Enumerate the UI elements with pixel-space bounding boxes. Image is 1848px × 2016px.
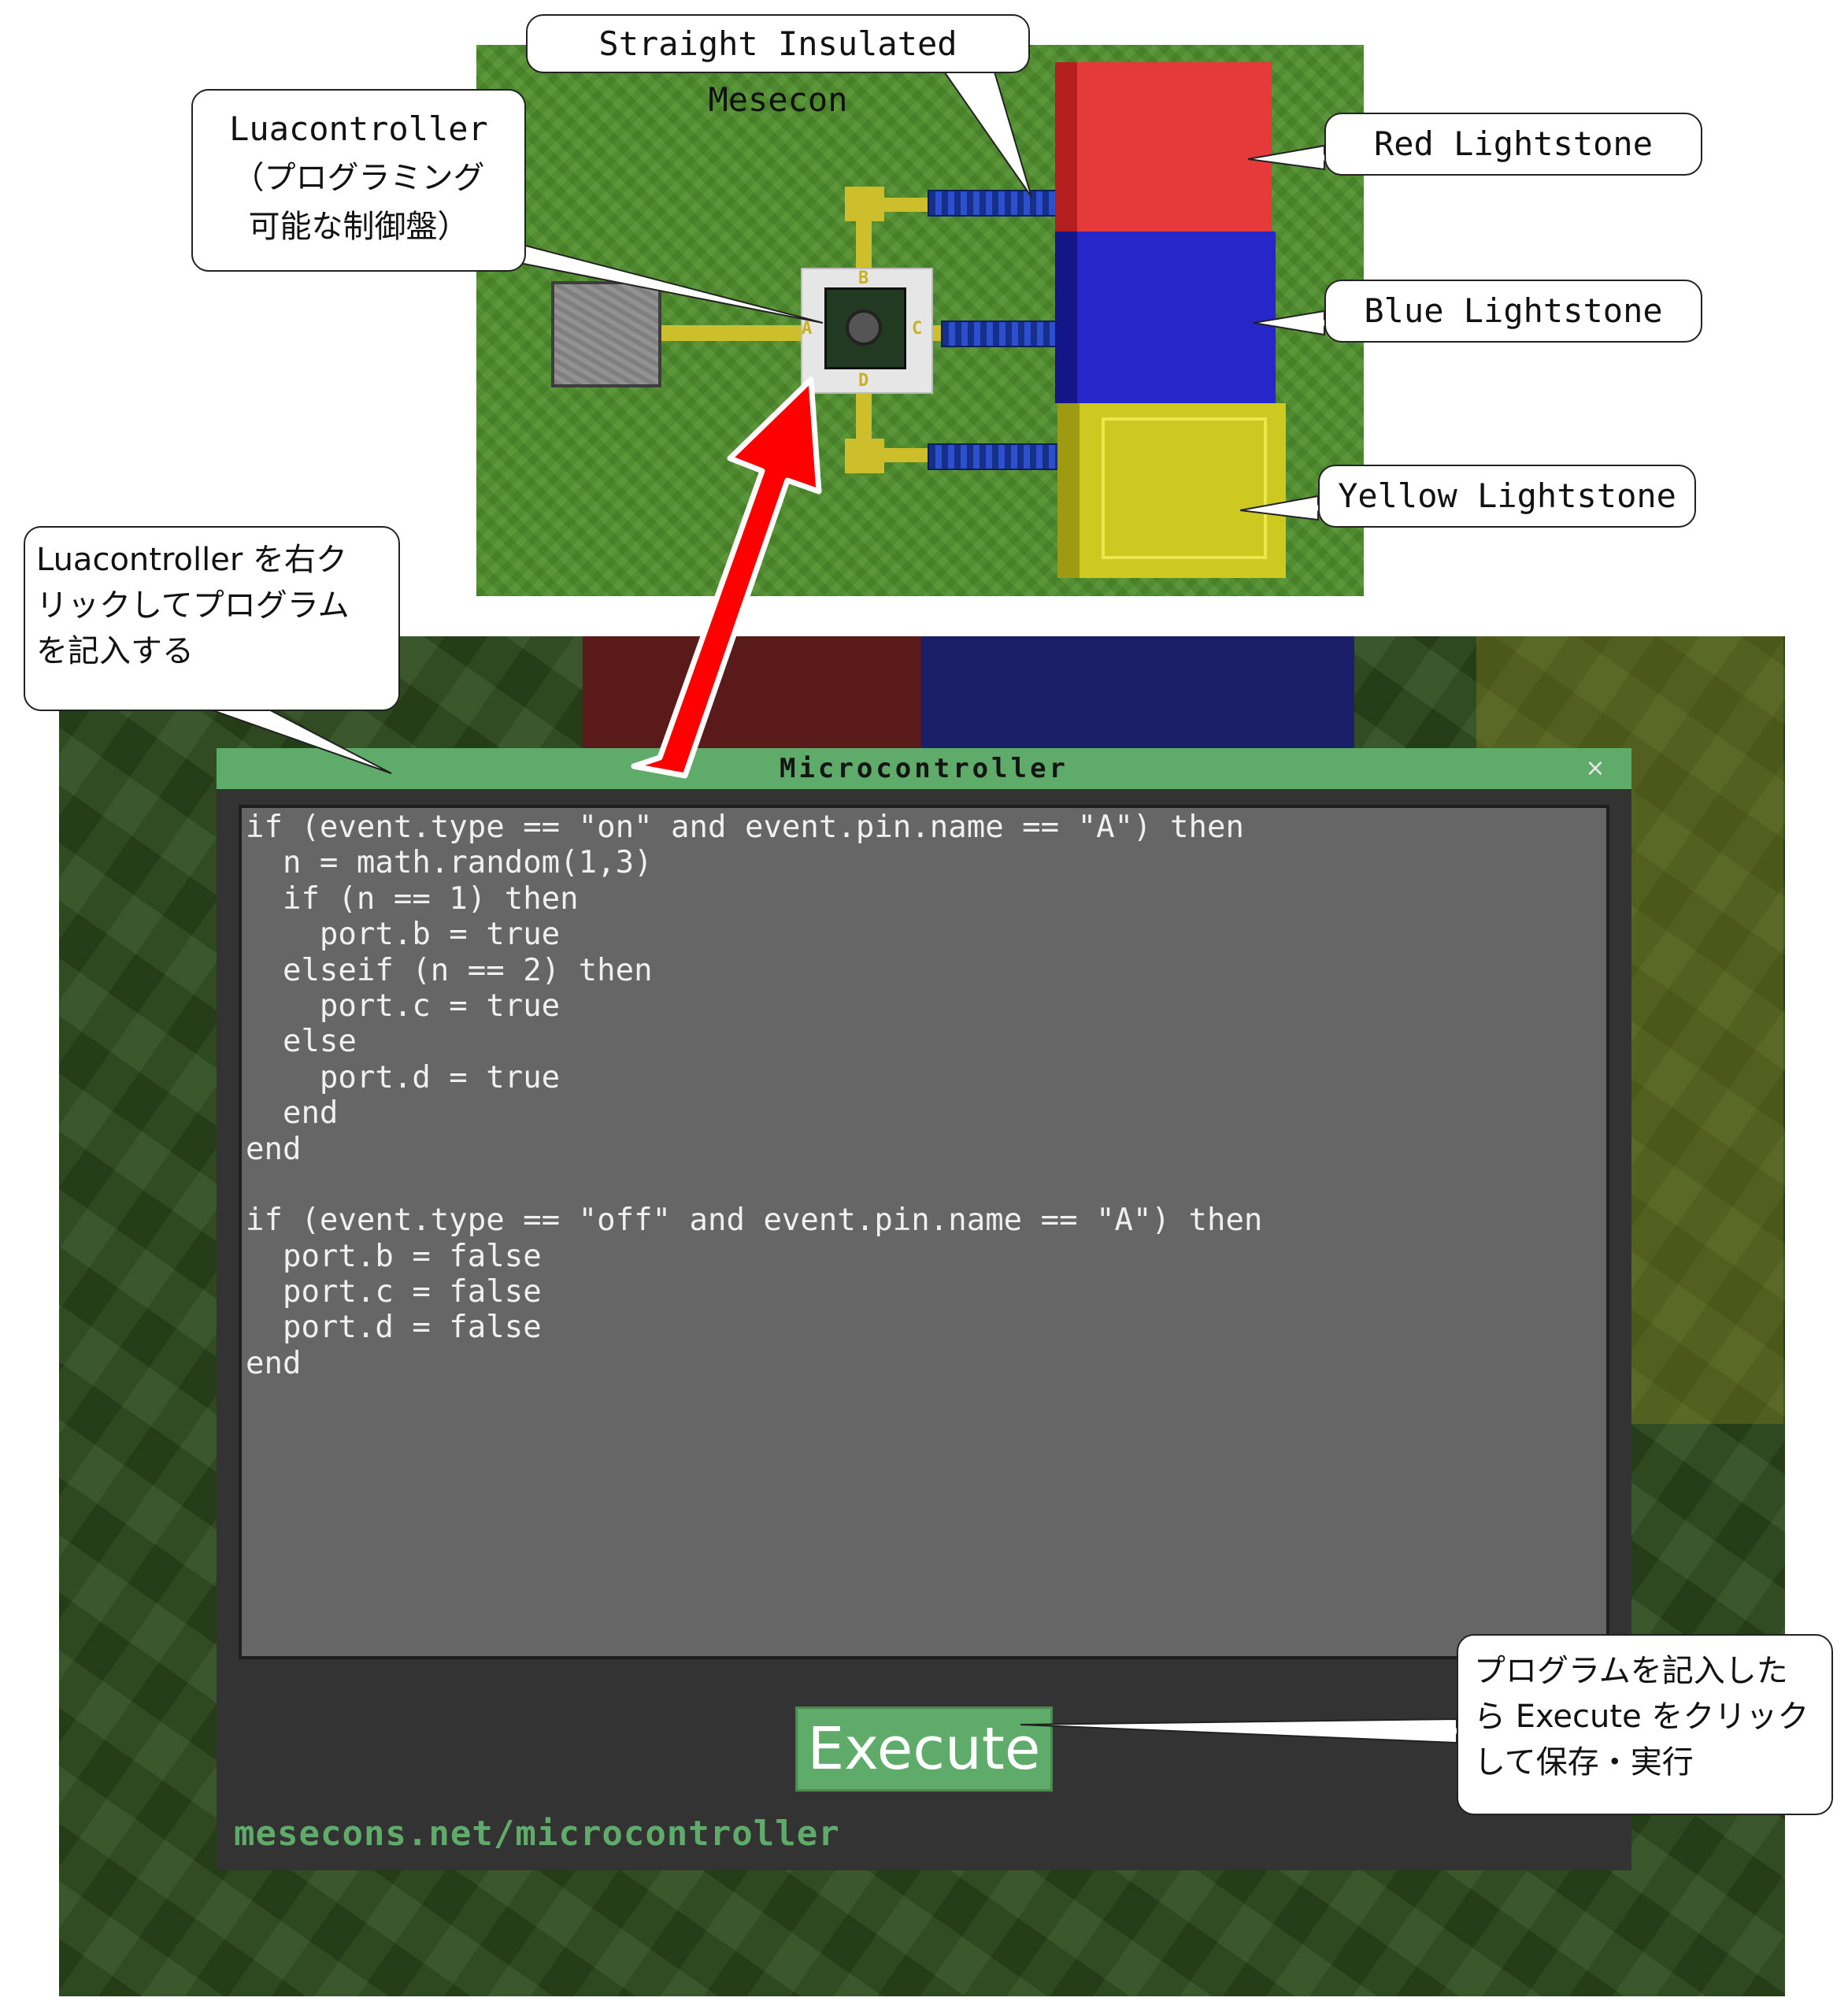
callout-red-lightstone: Red Lightstone (1324, 113, 1702, 176)
background-red-block (583, 636, 921, 762)
code-line: port.b = false (246, 1238, 542, 1274)
callout-execute-instructions: プログラムを記入した ら Execute をクリック して保存・実行 (1457, 1634, 1833, 1815)
mesecon-wire-a (661, 325, 827, 341)
blue-lightstone-block (1055, 232, 1276, 403)
callout-rightclick-instructions: Luacontroller を右ク リックしてプログラム を記入する (24, 526, 400, 711)
code-line: if (event.type == "off" and event.pin.na… (246, 1203, 1263, 1239)
microcontroller-dialog: Microcontroller × if (event.type == "on"… (217, 748, 1631, 1870)
dialog-titlebar (217, 748, 1631, 789)
mesecon-wire-b-corner (845, 187, 884, 221)
callout-execute-line3: して保存・実行 (1474, 1744, 1694, 1781)
execute-button[interactable]: Execute (795, 1707, 1053, 1792)
callout-red-lightstone-text: Red Lightstone (1373, 124, 1653, 163)
callout-blue-lightstone-text: Blue Lightstone (1364, 291, 1663, 330)
mesecon-wire-d-corner (845, 439, 884, 473)
yellow-lightstone-block (1057, 403, 1286, 578)
callout-blue-lightstone: Blue Lightstone (1324, 280, 1702, 343)
code-line: port.c = true (246, 988, 561, 1024)
code-line: port.d = false (246, 1310, 542, 1346)
callout-yellow-lightstone: Yellow Lightstone (1318, 465, 1696, 528)
callout-rightclick-line2: リックしてプログラム (36, 587, 350, 624)
callout-luacontroller-line1: Luacontroller (229, 109, 488, 148)
background-blue-block (921, 636, 1354, 762)
pin-label-c: C (912, 319, 923, 339)
pin-label-b: B (858, 269, 869, 288)
callout-luacontroller-line3: 可能な制御盤） (248, 209, 469, 245)
callout-rightclick-line1: Luacontroller を右ク (36, 542, 347, 578)
code-line: if (n == 1) then (246, 880, 579, 917)
callout-execute-line2: ら Execute をクリック (1474, 1699, 1809, 1735)
code-line: if (event.type == "on" and event.pin.nam… (246, 810, 1244, 845)
insulated-mesecon-d (928, 443, 1060, 470)
luacontroller-core (846, 309, 882, 346)
callout-yellow-lightstone-text: Yellow Lightstone (1338, 476, 1676, 515)
insulated-mesecon-c (941, 321, 1057, 347)
code-line: end (246, 1095, 339, 1132)
callout-luacontroller-line2: （プログラミング (232, 160, 485, 196)
callout-execute-line1: プログラムを記入した (1474, 1653, 1788, 1689)
close-icon[interactable]: × (1585, 754, 1605, 782)
callout-straight-insulated-mesecon-text: Straight Insulated Mesecon (598, 24, 957, 119)
red-lightstone-block (1055, 62, 1272, 232)
dialog-title: Microcontroller (779, 753, 1069, 784)
callout-straight-insulated-mesecon: Straight Insulated Mesecon (526, 14, 1030, 119)
mesecon-wire-b-horizontal (884, 198, 928, 212)
code-line: port.d = true (246, 1059, 561, 1095)
mesecon-wire-d-horizontal (884, 448, 928, 462)
code-line: port.c = false (246, 1274, 542, 1310)
footer-link[interactable]: mesecons.net/microcontroller (234, 1814, 840, 1854)
code-line: end (246, 1131, 302, 1167)
code-line: elseif (n == 2) then (246, 952, 653, 988)
code-editor[interactable]: if (event.type == "on" and event.pin.nam… (239, 805, 1609, 1659)
pin-label-a: A (802, 319, 813, 339)
callout-luacontroller: Luacontroller （プログラミング 可能な制御盤） (191, 89, 526, 272)
code-line: end (246, 1345, 302, 1381)
callout-rightclick-line3: を記入する (36, 633, 194, 669)
code-line: n = math.random(1,3) (246, 845, 653, 881)
code-line: port.b = true (246, 917, 561, 953)
code-line: else (246, 1024, 357, 1060)
pin-label-d: D (858, 371, 869, 391)
